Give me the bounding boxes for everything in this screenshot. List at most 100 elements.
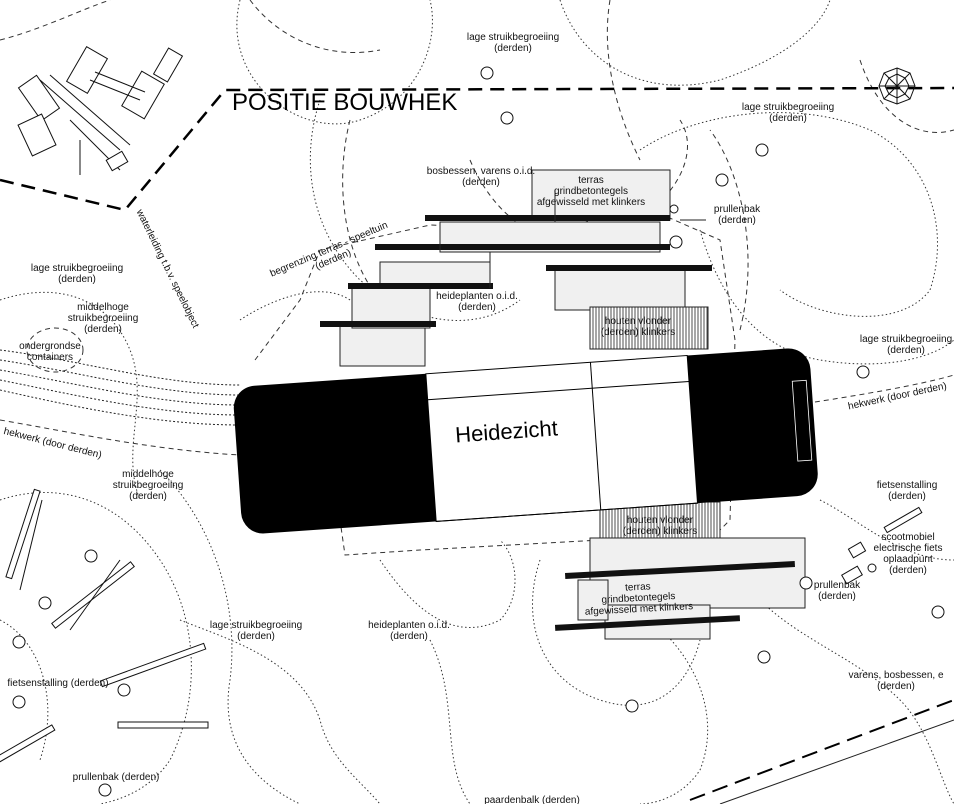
label-line: middelhoge (122, 469, 174, 480)
building-heidezicht (233, 348, 818, 534)
label-line: (derden) (718, 215, 756, 226)
label-line: (derden) (818, 591, 856, 602)
label-line: heideplanten o.i.d. (436, 291, 518, 302)
fence-lines (0, 374, 954, 456)
tree-symbol (931, 605, 945, 619)
tree-symbol (799, 576, 813, 590)
label-line: fietsenstalling (derden) (7, 678, 108, 689)
label-lage-bottom: lage struikbegroeiing(derden) (210, 620, 302, 642)
tree-symbol (12, 695, 26, 709)
label-line: scootmobiel (881, 532, 934, 543)
label-line: prullenbak (814, 580, 861, 591)
label-line: prullenbak (derden) (73, 772, 160, 783)
label-line: lage struikbegroeiing (210, 620, 302, 631)
label-line: (derden) (889, 565, 927, 576)
positie-bouwhek-title: POSITIE BOUWHEK (232, 89, 457, 116)
containers-area (26, 327, 84, 373)
label-varens-s: varens, bosbessen, e(derden) (848, 670, 943, 692)
label-fietsenstalling-r: fietsenstalling(derden) (877, 480, 938, 502)
label-line: afgewisseld met klinkers (537, 197, 645, 208)
label-line: bosbessen, varens o.i.d. (427, 166, 535, 177)
label-line: (derden) klinkers (623, 526, 697, 537)
tree-symbol (856, 365, 870, 379)
tree-symbol (480, 66, 494, 80)
tree-symbol (669, 204, 679, 214)
label-lage-tr: lage struikbegroeiing(derden) (742, 102, 834, 124)
deck-outline (589, 306, 709, 350)
terrace-north (320, 169, 712, 367)
label-line: waterleiding t.b.v. speelobject (133, 207, 201, 330)
label-hekwerk-left: hekwerk (door derden) (2, 426, 102, 461)
path-south-east (719, 719, 954, 804)
trees (12, 66, 945, 797)
tree-symbol (98, 783, 112, 797)
label-prullenbak-s: prullenbak(derden) (814, 580, 861, 602)
tree-symbol (755, 143, 769, 157)
label-hekwerk-right: hekwerk (door derden) (847, 381, 948, 413)
label-line: lage struikbegroeiing (860, 334, 952, 345)
playground-object (17, 45, 184, 175)
tree-symbol (625, 699, 639, 713)
label-line: (derden) klinkers (601, 327, 675, 338)
label-line: middelhoge (77, 302, 129, 313)
label-line: (derden) (84, 324, 122, 335)
label-vlonder-s: houten vlonder(derden) klinkers (623, 515, 697, 537)
fence-south-east (689, 699, 954, 801)
label-line: ondergrondse (19, 341, 81, 352)
tree-symbol (38, 596, 52, 610)
bouwhek-line (0, 86, 954, 212)
label-line: heideplanten o.i.d. (368, 620, 450, 631)
label-line: houten vlonder (605, 316, 672, 327)
label-line: containers (27, 352, 73, 363)
label-line: houten vlonder (627, 515, 694, 526)
label-line: terras (578, 175, 604, 186)
label-line: varens, bosbessen, e (848, 670, 943, 681)
tree-symbol (757, 650, 771, 664)
label-line: (derden) (494, 43, 532, 54)
label-line: (derden) (888, 491, 926, 502)
tree-symbol (669, 235, 683, 249)
terrace-boundary (254, 204, 736, 561)
label-line: (derden) (877, 681, 915, 692)
scooter-charging-icon (841, 541, 877, 585)
deck-north (589, 306, 709, 350)
tree-symbol (12, 635, 26, 649)
label-line: begrenzing terras - speeltuin (269, 220, 390, 280)
label-line: (derden) (129, 491, 167, 502)
tree-symbol (715, 173, 729, 187)
bicycle-racks (0, 488, 923, 766)
label-line: hekwerk (door derden) (847, 381, 948, 413)
entrance-path (0, 349, 241, 426)
tree-symbol (117, 683, 131, 697)
label-prullenbak-b: prullenbak (derden) (73, 772, 160, 783)
label-line: grindbetontegels (601, 591, 675, 606)
label-line: fietsenstalling (877, 480, 938, 491)
label-vlonder-n: houten vlonder(derden) klinkers (601, 316, 675, 338)
terrace-south (554, 537, 806, 640)
label-prullenbak-n: prullenbak(derden) (714, 204, 761, 226)
label-line: struikbegroeiing (68, 313, 139, 324)
label-line: (derden) (462, 177, 500, 188)
label-line: (derden) (887, 345, 925, 356)
label-waterleiding: waterleiding t.b.v. speelobject (133, 207, 201, 330)
label-paardenbalk: paardenbalk (derden) (484, 795, 580, 804)
label-line: oplaadpunt (883, 554, 933, 565)
label-heideplanten-n: heideplanten o.i.d.(derden) (436, 291, 518, 313)
label-bosbessen: bosbessen, varens o.i.d.(derden) (427, 166, 535, 188)
label-line: struikbegroeiing (113, 480, 184, 491)
label-line: (derden) (769, 113, 807, 124)
label-line: grindbetontegels (554, 186, 628, 197)
tree-symbol (500, 111, 514, 125)
label-heideplanten-s: heideplanten o.i.d.(derden) (368, 620, 450, 642)
label-line: (derden) (390, 631, 428, 642)
label-line: terras (625, 581, 651, 593)
label-line: (derden) (237, 631, 275, 642)
label-line: (derden) (58, 274, 96, 285)
label-lage-left: lage struikbegroeiing(derden) (31, 263, 123, 285)
label-lage-right: lage struikbegroeiing(derden) (860, 334, 952, 356)
label-lage-top: lage struikbegroeiing(derden) (467, 32, 559, 54)
